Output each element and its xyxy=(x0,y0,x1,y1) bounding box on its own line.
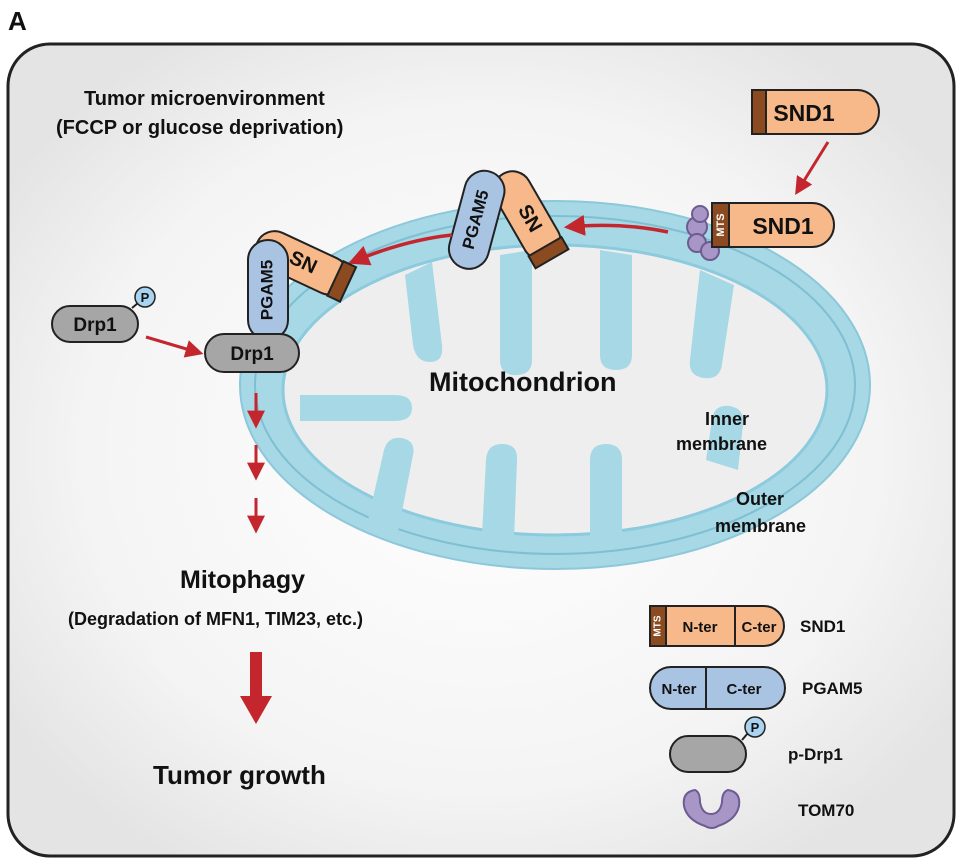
mitophagy-label: Mitophagy xyxy=(180,566,305,594)
mitophagy-detail: (Degradation of MFN1, TIM23, etc.) xyxy=(68,609,363,629)
drp1-phospho-cytosolic: Drp1 P xyxy=(51,286,156,343)
snd1-bound-label: SND1 xyxy=(752,213,814,239)
arrow-drp1-recruit xyxy=(145,335,204,358)
legend-tom70: TOM70 xyxy=(682,788,854,829)
intermembrane-line xyxy=(254,215,856,555)
arrow-import xyxy=(795,141,830,196)
legend-pgam5: N-ter C-ter PGAM5 xyxy=(649,666,862,710)
legend-snd1-nter: N-ter xyxy=(682,619,717,636)
inner-membrane-label-1: Inner xyxy=(705,409,749,429)
legend-pdrp1-label: p-Drp1 xyxy=(788,745,843,764)
legend-phospho-circle xyxy=(744,716,766,738)
outer-membrane-label-1: Outer xyxy=(736,489,784,509)
environment-line1: Tumor microenvironment xyxy=(84,88,325,110)
tumor-growth-label: Tumor growth xyxy=(153,760,326,790)
outer-membrane-label-2: membrane xyxy=(715,516,806,536)
drp1-membrane: Drp1 xyxy=(204,333,300,373)
arrow-translocate-2 xyxy=(348,233,453,266)
tom70-membrane xyxy=(686,205,720,261)
legend: MTS N-ter C-ter SND1 N-ter C-ter PGAM5 P… xyxy=(649,605,862,829)
legend-snd1: MTS N-ter C-ter SND1 xyxy=(649,605,845,647)
inner-membrane-label-2: membrane xyxy=(676,434,767,454)
phospho-site-cytosolic xyxy=(134,286,156,308)
panel-label: A xyxy=(8,6,27,36)
drp1-membrane-label: Drp1 xyxy=(230,344,274,365)
drp1-cytosolic-label: Drp1 xyxy=(73,315,117,336)
snd1-cytosolic-label: SND1 xyxy=(773,100,835,126)
pgam5-left-label: PGAM5 xyxy=(257,260,276,320)
legend-pgam5-nter: N-ter xyxy=(661,681,696,698)
snd1-mts-bound: MTS SND1 xyxy=(711,202,835,248)
legend-pgam5-cter: C-ter xyxy=(726,681,761,698)
legend-phospho-label: P xyxy=(751,720,760,735)
legend-tom70-label: TOM70 xyxy=(798,801,854,820)
mitochondrion: Mitochondrion Inner membrane Outer membr… xyxy=(239,200,871,570)
arrow-to-growth xyxy=(240,652,272,724)
environment-line2: (FCCP or glucose deprivation) xyxy=(56,117,343,139)
legend-snd1-cter: C-ter xyxy=(741,619,776,636)
cristae xyxy=(300,250,744,540)
arrow-translocate-1 xyxy=(563,214,669,236)
mts-label: MTS xyxy=(715,213,727,236)
legend-pdrp1: P p-Drp1 xyxy=(669,716,843,773)
legend-snd1-mts: MTS xyxy=(653,615,664,636)
snd1-pgam5-complex-middle: SN PGAM5 xyxy=(447,169,570,270)
mitochondrion-label: Mitochondrion xyxy=(429,367,616,397)
snd1-cytosolic: SND1 xyxy=(751,89,880,135)
legend-pgam5-label: PGAM5 xyxy=(802,679,862,698)
legend-snd1-label: SND1 xyxy=(800,617,845,636)
phospho-cytosolic-label: P xyxy=(141,290,150,305)
